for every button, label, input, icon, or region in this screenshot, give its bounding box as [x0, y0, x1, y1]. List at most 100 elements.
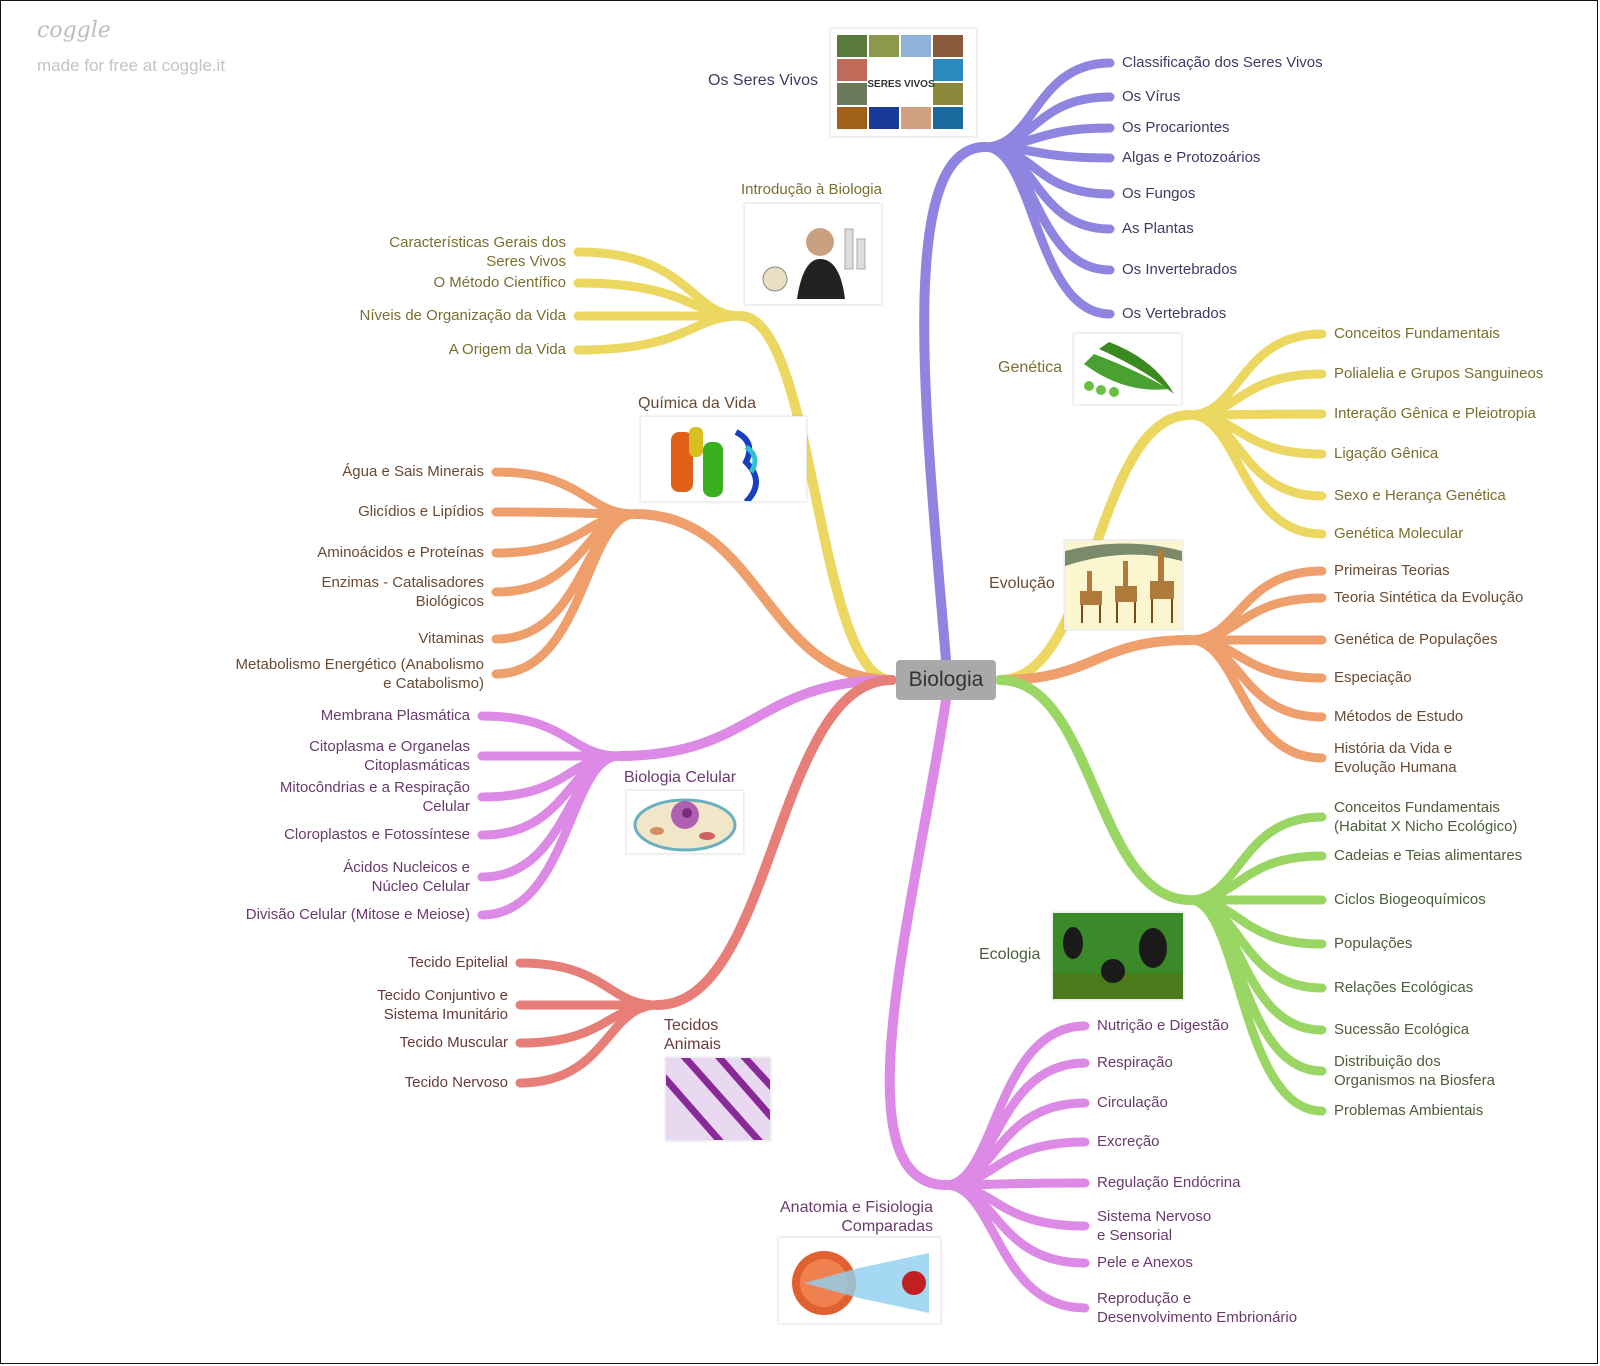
leaf-node[interactable]: Vitaminas — [418, 630, 484, 647]
pea-pods-image — [1073, 333, 1182, 405]
edge-introducao-child — [573, 278, 745, 321]
coggle-tagline[interactable]: made for free at coggle.it — [37, 56, 226, 75]
leaf-node[interactable]: Algas e Protozoários — [1122, 149, 1261, 166]
leaf-node[interactable]: Métodos de Estudo — [1334, 708, 1464, 725]
leaf-node[interactable]: Os Vírus — [1122, 88, 1181, 105]
leaf-node[interactable]: Citoplasma e Organelas Citoplasmáticas — [309, 738, 470, 774]
edge-quimica — [630, 509, 897, 685]
root-node[interactable]: Biologia — [896, 660, 996, 700]
leaf-node[interactable]: Cloroplastos e Fotossíntese — [284, 826, 470, 843]
cell-illustration-image — [626, 790, 744, 854]
edge-anatomia-child — [941, 1137, 1090, 1190]
leaf-node[interactable]: Os Invertebrados — [1122, 261, 1238, 278]
leaf-node[interactable]: O Método Científico — [433, 274, 566, 291]
leaf-node[interactable]: Ligação Gênica — [1334, 445, 1439, 462]
edge-genetica-child — [1185, 369, 1327, 420]
leaf-node[interactable]: História da Vida e Evolução Humana — [1334, 740, 1457, 776]
branch-node-genetica[interactable]: Genética — [998, 359, 1063, 376]
edge-evolucao-child — [1185, 593, 1327, 645]
leaf-node[interactable]: Distribuição dos Organismos na Biosfera — [1334, 1053, 1495, 1089]
edge-celular-child — [477, 751, 624, 920]
edge-evolucao-child — [1185, 635, 1327, 763]
edge-seres_vivos-child — [980, 142, 1115, 319]
leaf-node[interactable]: Conceitos Fundamentais — [1334, 325, 1500, 342]
edge-seres_vivos — [919, 142, 990, 665]
muscle-tissue-image — [665, 1057, 771, 1141]
branch-node-tecidos[interactable]: Tecidos Animais — [664, 1017, 721, 1053]
edge-tecidos-child — [515, 958, 662, 1010]
seres-vivos-collage-image: SERES VIVOS — [830, 28, 977, 137]
edge-ecologia — [995, 675, 1195, 905]
coggle-logo[interactable]: coggle — [37, 18, 111, 43]
leaf-node[interactable]: Aminoácidos e Proteínas — [317, 544, 484, 561]
leaf-node[interactable]: Os Procariontes — [1122, 119, 1230, 136]
leaf-node[interactable]: Sistema Nervoso e Sensorial — [1097, 1208, 1212, 1244]
leaf-node[interactable]: Polialelia e Grupos Sanguineos — [1334, 365, 1544, 382]
leaf-node[interactable]: Genética de Populações — [1334, 631, 1498, 648]
bonobos-image — [1052, 912, 1184, 1000]
leaf-node[interactable]: Membrana Plasmática — [320, 707, 470, 724]
leaf-node[interactable]: A Origem da Vida — [448, 341, 566, 358]
branch-node-anatomia[interactable]: Anatomia e Fisiologia Comparadas — [780, 1199, 933, 1235]
branch-node-evolucao[interactable]: Evolução — [989, 575, 1055, 592]
leaf-node[interactable]: Sexo e Herança Genética — [1334, 487, 1506, 504]
leaf-node[interactable]: Nutrição e Digestão — [1097, 1017, 1229, 1034]
leaf-node[interactable]: Pele e Anexos — [1097, 1254, 1193, 1271]
branch-node-ecologia[interactable]: Ecologia — [979, 946, 1041, 963]
edge-anatomia-child — [941, 1180, 1090, 1313]
edge-tecidos-child — [515, 1000, 662, 1088]
branch-node-celular[interactable]: Biologia Celular — [624, 769, 737, 786]
edge-celular-child — [477, 711, 624, 761]
leaf-node[interactable]: Primeiras Teorias — [1334, 562, 1450, 579]
leaf-node[interactable]: Conceitos Fundamentais (Habitat X Nicho … — [1334, 799, 1518, 835]
eye-diagram-image — [778, 1237, 941, 1324]
edge-ecologia-child — [1185, 895, 1327, 1116]
branch-node-seres-vivos[interactable]: Os Seres Vivos — [708, 72, 818, 89]
leaf-node[interactable]: Ácidos Nucleicos e Núcleo Celular — [343, 859, 470, 895]
edge-tecidos — [652, 675, 897, 1010]
leaf-node[interactable]: Circulação — [1097, 1094, 1168, 1111]
leaf-node[interactable]: Os Vertebrados — [1122, 305, 1227, 322]
leaf-node[interactable]: Os Fungos — [1122, 185, 1196, 202]
leaf-node[interactable]: Tecido Epitelial — [407, 954, 508, 971]
leaf-node[interactable]: Enzimas - Catalisadores Biológicos — [321, 574, 484, 610]
edge-celular — [614, 675, 897, 761]
leaf-node[interactable]: Populações — [1334, 935, 1413, 952]
leaf-node[interactable]: Níveis de Organização da Vida — [359, 307, 566, 324]
leaf-node[interactable]: Reprodução e Desenvolvimento Embrionário — [1097, 1290, 1298, 1326]
edge-genetica-child — [1185, 410, 1327, 539]
branch-node-quimica[interactable]: Química da Vida — [638, 395, 756, 412]
edge-introducao-child — [573, 311, 745, 355]
leaf-node[interactable]: Cadeias e Teias alimentares — [1334, 847, 1523, 864]
leaf-node[interactable]: Genética Molecular — [1334, 525, 1464, 542]
leaf-node[interactable]: Mitocôndrias e a Respiração Celular — [279, 779, 470, 815]
leaf-node[interactable]: Ciclos Biogeoquímicos — [1334, 891, 1486, 908]
scientist-illustration-image — [744, 203, 882, 305]
leaf-node[interactable]: Sucessão Ecológica — [1334, 1021, 1470, 1038]
leaf-node[interactable]: Água e Sais Minerais — [342, 463, 484, 480]
edge-evolucao — [995, 635, 1195, 685]
leaf-node[interactable]: Tecido Nervoso — [404, 1074, 508, 1091]
leaf-node[interactable]: Interação Gênica e Pleiotropia — [1334, 405, 1536, 422]
branch-node-introducao[interactable]: Introdução à Biologia — [741, 181, 882, 198]
leaf-node[interactable]: Especiação — [1334, 669, 1412, 686]
leaf-node[interactable]: Tecido Conjuntivo e Sistema Imunitário — [377, 987, 508, 1023]
leaf-node[interactable]: Tecido Muscular — [399, 1034, 508, 1051]
protein-structure-image — [640, 416, 807, 502]
leaf-node[interactable]: As Plantas — [1122, 220, 1194, 237]
leaf-node[interactable]: Problemas Ambientais — [1334, 1102, 1484, 1119]
leaf-node[interactable]: Regulação Endócrina — [1097, 1174, 1241, 1191]
leaf-node[interactable]: Divisão Celular (Mitose e Meiose) — [245, 906, 470, 923]
leaf-node[interactable]: Relações Ecológicas — [1334, 979, 1474, 996]
edge-evolucao-child — [1185, 566, 1327, 645]
leaf-node[interactable]: Teoria Sintética da Evolução — [1334, 589, 1524, 606]
leaf-node[interactable]: Excreção — [1097, 1133, 1160, 1150]
giraffes-image — [1064, 540, 1183, 630]
leaf-node[interactable]: Respiração — [1097, 1054, 1173, 1071]
leaf-node[interactable]: Metabolismo Energético (Anabolismo e Cat… — [235, 656, 484, 692]
leaf-node[interactable]: Classificação dos Seres Vivos — [1122, 54, 1323, 71]
seres-vivos-caption: SERES VIVOS — [867, 79, 935, 90]
leaf-node[interactable]: Características Gerais dos Seres Vivos — [389, 234, 566, 270]
leaf-node[interactable]: Glicídios e Lipídios — [358, 503, 484, 520]
